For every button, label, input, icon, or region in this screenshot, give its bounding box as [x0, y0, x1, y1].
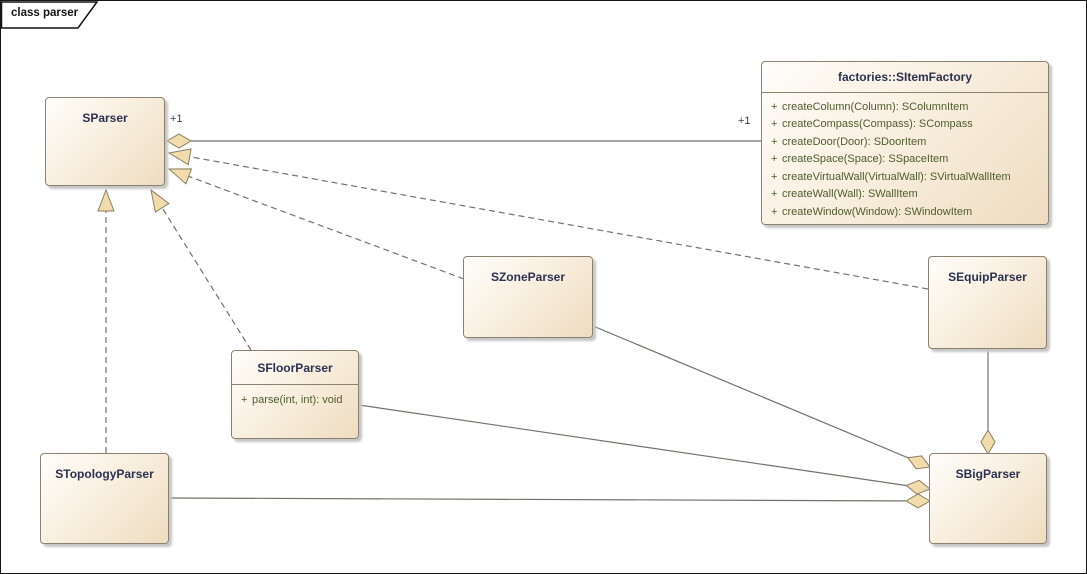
visibility-sign: + [771, 100, 778, 113]
method-row: + parse(int, int): void [232, 391, 358, 409]
method-signature: createColumn(Column): SColumnItem [782, 100, 969, 113]
frame-tab-label: class parser [11, 7, 79, 19]
class-szoneparser[interactable]: SZoneParser [463, 256, 593, 338]
connector-aggregation-sbigparser-szoneparser[interactable] [592, 325, 931, 470]
class-title: SZoneParser [490, 270, 566, 284]
visibility-sign: + [771, 205, 778, 218]
method-signature: parse(int, int): void [252, 393, 343, 406]
multiplicity-label-factory-end: +1 [738, 115, 751, 127]
method-row: + createDoor(Door): SDoorItem [762, 133, 1048, 151]
connector-realization-sfloorparser-sparser[interactable] [150, 188, 252, 351]
method-signature: createWindow(Window): SWindowItem [782, 205, 973, 218]
method-row: + createWindow(Window): SWindowItem [762, 203, 1048, 221]
method-list: + createColumn(Column): SColumnItem + cr… [762, 93, 1048, 221]
class-sparser[interactable]: SParser [45, 97, 165, 186]
method-signature: createDoor(Door): SDoorItem [782, 135, 927, 148]
method-signature: createWall(Wall): SWallItem [782, 188, 918, 201]
frame-tab [1, 1, 99, 29]
connector-realization-szoneparser-sparser[interactable] [167, 168, 465, 280]
method-row: + createVirtualWall(VirtualWall): SVirtu… [762, 168, 1048, 186]
class-sfloorparser[interactable]: SFloorParser + parse(int, int): void [231, 350, 359, 439]
class-title: SParser [82, 111, 128, 125]
visibility-sign: + [771, 188, 778, 201]
method-row: + createColumn(Column): SColumnItem [762, 98, 1048, 116]
visibility-sign: + [771, 118, 778, 131]
connector-aggregation-sbigparser-stopologyparser[interactable] [168, 493, 931, 509]
visibility-sign: + [771, 153, 778, 166]
class-header: factories::SItemFactory [762, 62, 1048, 93]
connector-realization-sequipparser-sparser[interactable] [167, 148, 929, 290]
class-sbigparser[interactable]: SBigParser [929, 453, 1047, 544]
connector-aggregation-sbigparser-sfloorparser[interactable] [358, 404, 931, 495]
method-list: + parse(int, int): void [232, 385, 358, 409]
visibility-sign: + [771, 170, 778, 183]
class-title: SEquipParser [948, 270, 1027, 284]
method-row: + createCompass(Compass): SCompass [762, 116, 1048, 134]
class-title: SBigParser [955, 467, 1021, 481]
class-sequipparser[interactable]: SEquipParser [928, 256, 1047, 349]
class-sitemfactory[interactable]: factories::SItemFactory + createColumn(C… [761, 61, 1049, 225]
multiplicity-label-sparser-end: +1 [170, 113, 183, 125]
class-title: factories::SItemFactory [837, 70, 973, 84]
class-title: SFloorParser [257, 360, 333, 375]
class-title: STopologyParser [55, 467, 154, 481]
method-signature: createSpace(Space): SSpaceItem [782, 153, 949, 166]
visibility-sign: + [771, 135, 778, 148]
visibility-sign: + [241, 393, 248, 406]
class-stopologyparser[interactable]: STopologyParser [40, 453, 169, 544]
class-header: SFloorParser [232, 351, 358, 385]
method-signature: createCompass(Compass): SCompass [782, 118, 973, 131]
method-signature: createVirtualWall(VirtualWall): SVirtual… [782, 170, 1011, 183]
method-row: + createSpace(Space): SSpaceItem [762, 151, 1048, 169]
method-row: + createWall(Wall): SWallItem [762, 186, 1048, 204]
